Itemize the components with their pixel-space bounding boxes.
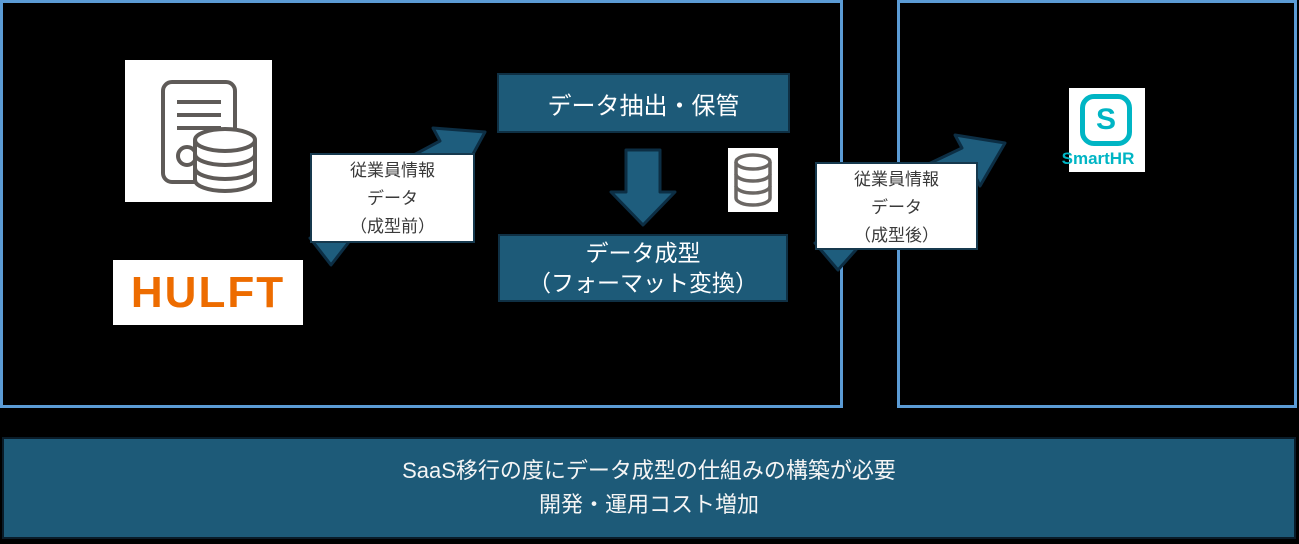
banner-line1: SaaS移行の度にデータ成型の仕組みの構築が必要: [402, 458, 896, 483]
database-cylinder-icon: [734, 153, 772, 207]
box-data-transform: データ成型 （フォーマット変換）: [498, 234, 788, 302]
label-after-line1: 従業員情報: [854, 170, 939, 189]
transform-box-line1: データ成型: [585, 240, 701, 266]
label-employee-data-after: 従業員情報 データ （成型後）: [815, 162, 978, 250]
hulft-logo: HULFT: [113, 260, 303, 325]
label-before-line2: データ: [367, 189, 418, 208]
server-icon: [161, 80, 257, 193]
extract-box-label: データ抽出・保管: [547, 92, 740, 120]
bottom-banner: SaaS移行の度にデータ成型の仕組みの構築が必要 開発・運用コスト増加: [2, 437, 1296, 539]
label-after-line2: データ: [871, 198, 922, 217]
banner-line2: 開発・運用コスト増加: [538, 492, 759, 517]
down-arrow-icon: [609, 148, 677, 227]
transform-box-line2: （フォーマット変換）: [528, 270, 758, 296]
hulft-logo-text: HULFT: [130, 267, 286, 317]
server-database-icon: [125, 60, 272, 202]
label-before-line3: （成型前）: [350, 217, 435, 236]
label-employee-data-before: 従業員情報 データ （成型前）: [310, 153, 475, 243]
label-before-line1: 従業員情報: [350, 161, 435, 180]
smarthr-logo-text: SmartHR: [1061, 149, 1135, 168]
database-icon: [728, 148, 778, 212]
smarthr-icon: S: [1080, 94, 1132, 146]
box-data-extract-store: データ抽出・保管: [497, 73, 790, 133]
smarthr-icon-letter: S: [1095, 103, 1116, 136]
database-cylinder-icon: [193, 127, 257, 193]
label-after-line3: （成型後）: [854, 226, 939, 245]
